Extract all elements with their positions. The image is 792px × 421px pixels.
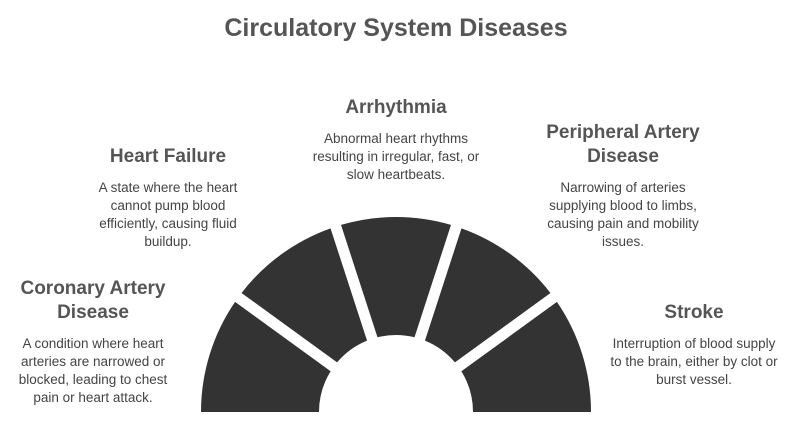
diagram-title: Circulatory System Diseases: [224, 14, 568, 42]
disease-description: A condition where heart arteries are nar…: [18, 336, 168, 405]
disease-description: Abnormal heart rhythms resulting in irre…: [312, 131, 480, 182]
block-coronary-artery-disease: Coronary Artery Disease A condition wher…: [8, 277, 178, 407]
block-arrhythmia: Arrhythmia Abnormal heart rhythms result…: [305, 96, 487, 184]
block-stroke: Stroke Interruption of blood supply to t…: [604, 301, 784, 389]
disease-description: A state where the heart cannot pump bloo…: [98, 180, 238, 249]
segment-coronary-artery-disease: [201, 301, 331, 412]
disease-name: Stroke: [664, 302, 724, 323]
disease-name: Coronary Artery Disease: [20, 278, 166, 323]
segment-arrhythmia: [341, 217, 451, 338]
disease-description: Interruption of blood supply to the brai…: [610, 336, 778, 387]
segment-peripheral-artery-disease: [424, 228, 551, 363]
disease-name: Arrhythmia: [345, 97, 447, 118]
disease-name: Heart Failure: [109, 146, 227, 167]
disease-description: Narrowing of arteries supplying blood to…: [547, 180, 699, 249]
disease-name: Peripheral Artery Disease: [546, 122, 700, 167]
segment-heart-failure: [241, 228, 368, 363]
block-peripheral-artery-disease: Peripheral Artery Disease Narrowing of a…: [528, 121, 718, 251]
segment-stroke: [461, 301, 591, 412]
block-heart-failure: Heart Failure A state where the heart ca…: [82, 145, 254, 251]
